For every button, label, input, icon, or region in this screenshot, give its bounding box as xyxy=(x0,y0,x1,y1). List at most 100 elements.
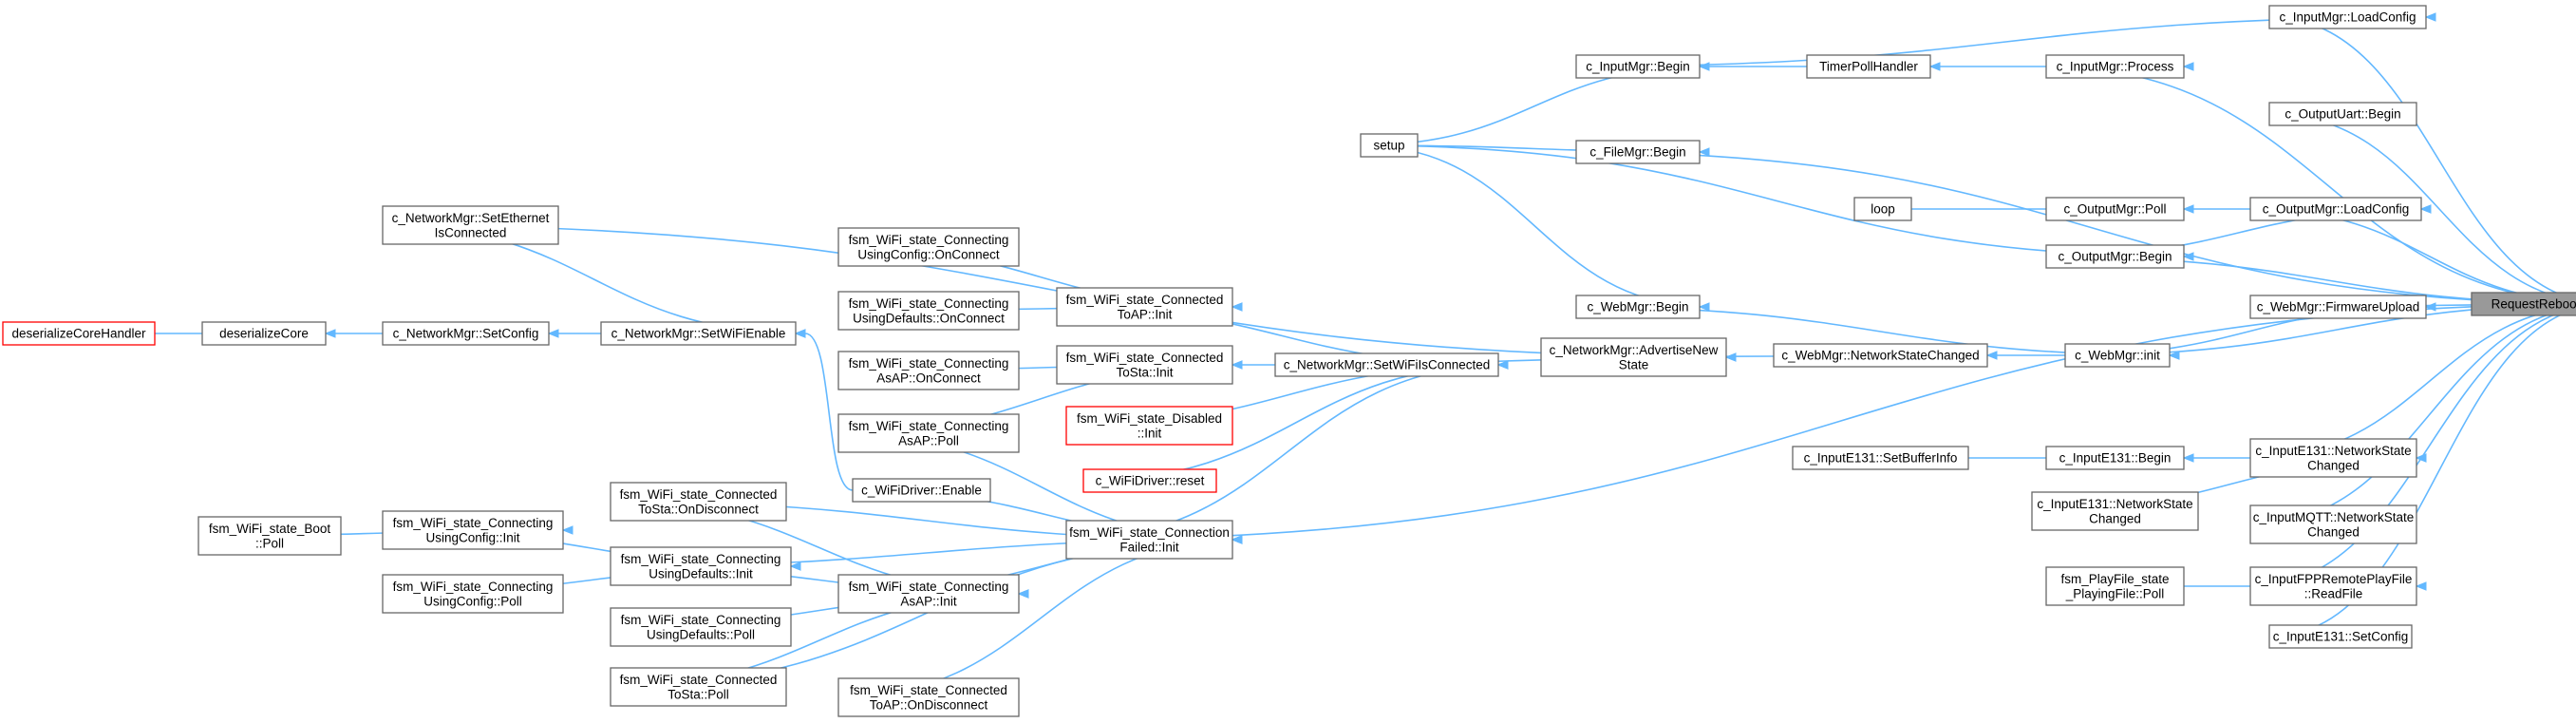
node-web-mgr-network-state-changed[interactable]: c_WebMgr::NetworkStateChanged xyxy=(1773,343,1988,368)
node-label: fsm_WiFi_state_Connecting xyxy=(393,516,554,530)
node-input-e131-set-buffer-info[interactable]: c_InputE131::SetBufferInfo xyxy=(1792,446,1969,470)
node-label: AsAP::Init xyxy=(900,594,957,608)
node-label: c_InputMgr::Process xyxy=(2057,60,2174,74)
node-boot-poll[interactable]: fsm_WiFi_state_Boot::Poll xyxy=(197,516,342,556)
node-box xyxy=(1792,446,1969,470)
node-label: Failed::Init xyxy=(1119,540,1179,554)
node-conn-using-config-poll[interactable]: fsm_WiFi_state_ConnectingUsingConfig::Po… xyxy=(382,574,564,614)
node-output-mgr-poll[interactable]: c_OutputMgr::Poll xyxy=(2045,197,2185,221)
node-web-mgr-begin[interactable]: c_WebMgr::Begin xyxy=(1575,295,1701,319)
node-box xyxy=(201,321,327,346)
node-box xyxy=(1056,287,1233,327)
node-net-mgr-set-wi-fi-enable[interactable]: c_NetworkMgr::SetWiFiEnable xyxy=(600,321,797,346)
node-deserialize-core-handler[interactable]: deserializeCoreHandler xyxy=(2,321,156,346)
node-file-mgr-begin[interactable]: c_FileMgr::Begin xyxy=(1575,140,1701,164)
node-label: UsingConfig::Init xyxy=(425,530,519,544)
node-conn-using-config-on-connect[interactable]: fsm_WiFi_state_ConnectingUsingConfig::On… xyxy=(837,227,1020,267)
node-play-file-poll[interactable]: fsm_PlayFile_state_PlayingFile::Poll xyxy=(2045,566,2185,606)
node-box xyxy=(837,677,1020,717)
node-box xyxy=(382,510,564,550)
node-box xyxy=(2471,292,2576,316)
node-input-mgr-load-config[interactable]: c_InputMgr::LoadConfig xyxy=(2268,5,2427,29)
node-net-mgr-set-wi-fi-is-connected[interactable]: c_NetworkMgr::SetWiFiIsConnected xyxy=(1274,352,1499,377)
node-box xyxy=(2031,491,2199,531)
node-label: fsm_PlayFile_state xyxy=(2060,572,2169,586)
node-box xyxy=(1540,337,1727,377)
node-label: deserializeCoreHandler xyxy=(11,327,146,341)
node-label: c_WiFiDriver::Enable xyxy=(861,484,982,498)
node-box xyxy=(2045,446,2185,470)
node-label: UsingConfig::Poll xyxy=(423,594,522,608)
node-box xyxy=(2045,244,2185,269)
node-wi-fi-driver-enable[interactable]: c_WiFiDriver::Enable xyxy=(852,478,991,503)
node-conn-using-defaults-init[interactable]: fsm_WiFi_state_ConnectingUsingDefaults::… xyxy=(610,546,792,586)
node-request-reboot[interactable]: RequestReboot xyxy=(2471,292,2576,316)
node-box xyxy=(382,574,564,614)
node-connected-to-sta-on-disconnect[interactable]: fsm_WiFi_state_ConnectedToSta::OnDisconn… xyxy=(610,482,787,522)
node-conn-using-defaults-poll[interactable]: fsm_WiFi_state_ConnectingUsingDefaults::… xyxy=(610,607,792,647)
edge-input-mqttnetwork-state-changed-to-request-reboot xyxy=(2249,306,2576,525)
node-box xyxy=(2268,5,2427,29)
node-box xyxy=(610,546,792,586)
node-label: ::ReadFile xyxy=(2304,586,2363,600)
node-box xyxy=(2045,54,2185,79)
node-label: _PlayingFile::Poll xyxy=(2065,586,2165,600)
node-label: UsingDefaults::Init xyxy=(649,566,753,580)
node-box xyxy=(1575,54,1701,79)
node-conn-using-config-init[interactable]: fsm_WiFi_state_ConnectingUsingConfig::In… xyxy=(382,510,564,550)
node-label: ::Init xyxy=(1138,426,1162,440)
node-label: c_WiFiDriver::reset xyxy=(1096,474,1205,488)
node-box xyxy=(2268,624,2413,649)
node-input-e131-network-state-changed-b[interactable]: c_InputE131::NetworkStateChanged xyxy=(2031,491,2199,531)
node-label: setup xyxy=(1373,139,1404,153)
node-input-mqttnetwork-state-changed[interactable]: c_InputMQTT::NetworkStateChanged xyxy=(2249,504,2417,544)
node-box xyxy=(1360,133,1419,158)
node-wi-fi-driver-reset[interactable]: c_WiFiDriver::reset xyxy=(1082,468,1217,493)
node-output-mgr-load-config[interactable]: c_OutputMgr::LoadConfig xyxy=(2249,197,2422,221)
node-input-e131-network-state-changed-a[interactable]: c_InputE131::NetworkStateChanged xyxy=(2249,438,2417,478)
node-box xyxy=(837,351,1020,390)
node-box xyxy=(1575,140,1701,164)
node-web-mgr-firmware-upload[interactable]: c_WebMgr::FirmwareUpload xyxy=(2249,295,2427,319)
node-loop[interactable]: loop xyxy=(1853,197,1912,221)
node-label: AsAP::OnConnect xyxy=(876,371,981,385)
node-label: c_FileMgr::Begin xyxy=(1589,145,1685,160)
node-output-mgr-begin[interactable]: c_OutputMgr::Begin xyxy=(2045,244,2185,269)
node-deserialize-core[interactable]: deserializeCore xyxy=(201,321,327,346)
edge-input-e131-set-config-to-request-reboot xyxy=(2268,308,2576,637)
node-input-e131-begin[interactable]: c_InputE131::Begin xyxy=(2045,446,2185,470)
edge-connected-to-apon-disconnect-to-connection-failed-init xyxy=(837,535,1243,698)
node-box xyxy=(2249,566,2417,606)
node-setup[interactable]: setup xyxy=(1360,133,1419,158)
node-connected-to-apon-disconnect[interactable]: fsm_WiFi_state_ConnectedToAP::OnDisconne… xyxy=(837,677,1020,717)
node-label: ToAP::OnDisconnect xyxy=(870,697,988,712)
edge-connection-failed-init-to-net-mgr-set-wi-fi-is-connected xyxy=(1065,360,1509,541)
node-net-mgr-set-config[interactable]: c_NetworkMgr::SetConfig xyxy=(382,321,550,346)
node-web-mgr-init[interactable]: c_WebMgr::init xyxy=(2064,343,2171,368)
node-label: fsm_WiFi_state_Connected xyxy=(1066,351,1224,365)
node-label: fsm_WiFi_state_Connecting xyxy=(849,233,1009,247)
node-label: TimerPollHandler xyxy=(1819,60,1918,74)
node-input-e131-set-config[interactable]: c_InputE131::SetConfig xyxy=(2268,624,2413,649)
node-output-uart-begin[interactable]: c_OutputUart::Begin xyxy=(2268,102,2417,126)
node-label: fsm_WiFi_state_Connecting xyxy=(393,580,554,594)
node-input-mgr-begin[interactable]: c_InputMgr::Begin xyxy=(1575,54,1701,79)
node-label: c_OutputMgr::LoadConfig xyxy=(2263,202,2410,217)
node-label: State xyxy=(1619,357,1649,371)
node-label: deserializeCore xyxy=(219,327,309,341)
node-input-mgr-process[interactable]: c_InputMgr::Process xyxy=(2045,54,2185,79)
node-conn-using-defaults-on-connect[interactable]: fsm_WiFi_state_ConnectingUsingDefaults::… xyxy=(837,291,1020,331)
node-disabled-init[interactable]: fsm_WiFi_state_Disabled::Init xyxy=(1065,406,1233,446)
node-input-fppremote-read-file[interactable]: c_InputFPPRemotePlayFile::ReadFile xyxy=(2249,566,2417,606)
nodes-layer: RequestReboot c_InputMgr::LoadConfigc_Inp… xyxy=(2,5,2576,717)
node-timer-poll-handler[interactable]: TimerPollHandler xyxy=(1806,54,1931,79)
